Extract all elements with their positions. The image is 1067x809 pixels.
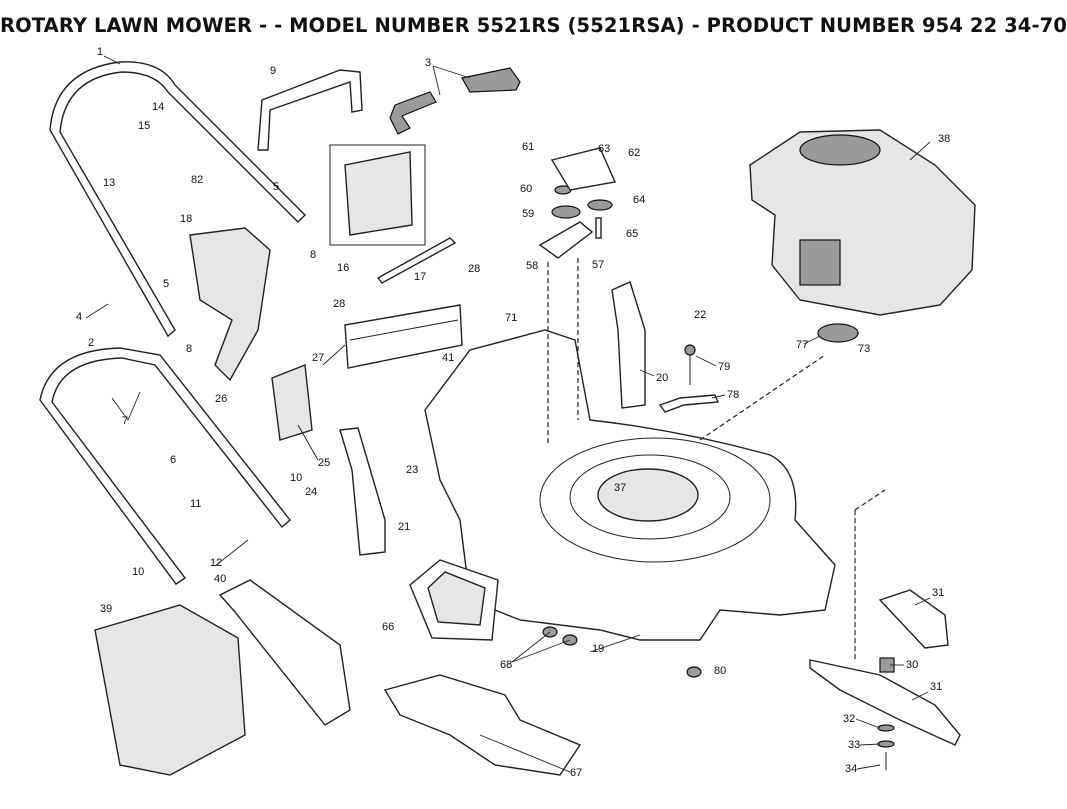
- callout-63: 63: [598, 143, 610, 155]
- callout-12: 12: [210, 557, 222, 569]
- callout-28b: 28: [468, 263, 480, 275]
- callout-9: 9: [270, 65, 276, 77]
- callout-65: 65: [626, 228, 638, 240]
- callout-10b: 10: [132, 566, 144, 578]
- callout-39: 39: [100, 603, 112, 615]
- callout-8b: 8: [186, 343, 192, 355]
- callout-5b: 5: [163, 278, 169, 290]
- callout-17: 17: [414, 271, 426, 283]
- callout-68: 68: [500, 659, 512, 671]
- lower-handle-part: [39, 347, 291, 585]
- callout-33: 33: [848, 739, 860, 751]
- callout-60: 60: [520, 183, 532, 195]
- callouts: 1 2 3 4 5 5 6 7 8 8 9 10 10 11 12 13 14 …: [76, 46, 950, 779]
- mower-deck-part: [424, 329, 836, 641]
- callout-21: 21: [398, 521, 410, 533]
- callout-2: 2: [88, 337, 94, 349]
- callout-59: 59: [522, 208, 534, 220]
- height-adjuster-21-part: [339, 427, 386, 556]
- callout-16: 16: [337, 262, 349, 274]
- callout-41: 41: [442, 352, 454, 364]
- callout-73: 73: [858, 343, 870, 355]
- pulley-part: [817, 323, 859, 343]
- rod-part: [376, 237, 457, 284]
- callout-27: 27: [312, 352, 324, 364]
- grass-bag-part: [94, 604, 246, 776]
- mulch-plate-part: [383, 674, 582, 776]
- pulley-assembly-part: [538, 147, 617, 445]
- callout-82: 82: [191, 174, 203, 186]
- callout-62: 62: [628, 147, 640, 159]
- callout-22: 22: [694, 309, 706, 321]
- exploded-parts-diagram: 1 2 3 4 5 5 6 7 8 8 9 10 10 11 12 13 14 …: [39, 46, 976, 779]
- inset-detail-box: [329, 144, 426, 246]
- callout-31b: 31: [930, 681, 942, 693]
- callout-25: 25: [318, 457, 330, 469]
- callout-10a: 10: [290, 472, 302, 484]
- callout-4: 4: [76, 311, 82, 323]
- callout-80: 80: [714, 665, 726, 677]
- callout-67: 67: [570, 767, 582, 779]
- callout-14: 14: [152, 101, 164, 113]
- callout-31a: 31: [932, 587, 944, 599]
- callout-26: 26: [215, 393, 227, 405]
- callout-38: 38: [938, 133, 950, 145]
- dashed-belt-line: [699, 354, 826, 441]
- callout-5a: 5: [273, 181, 279, 193]
- callout-28a: 28: [333, 298, 345, 310]
- bolt-79-and-rod-78-part: [658, 344, 720, 413]
- callout-61: 61: [522, 141, 534, 153]
- callout-79: 79: [718, 361, 730, 373]
- bracket-25-part: [271, 364, 313, 441]
- callout-64: 64: [633, 194, 645, 206]
- callout-32: 32: [843, 713, 855, 725]
- callout-11: 11: [190, 498, 201, 510]
- callout-40: 40: [214, 573, 226, 585]
- chute-part: [189, 227, 271, 382]
- callout-23: 23: [406, 464, 418, 476]
- callout-34: 34: [845, 763, 857, 775]
- bail-bracket-part: [257, 69, 363, 151]
- leader-lines: [85, 55, 931, 773]
- height-adjuster-20-part: [611, 281, 646, 409]
- page-title: ROTARY LAWN MOWER - - MODEL NUMBER 5521R…: [0, 14, 1067, 37]
- callout-13: 13: [103, 177, 115, 189]
- handle-grips-part: [389, 67, 521, 135]
- upper-handle-part: [49, 61, 306, 338]
- bag-frame-part: [218, 579, 351, 726]
- callout-15: 15: [138, 120, 150, 132]
- callout-24: 24: [305, 486, 317, 498]
- callout-78: 78: [727, 389, 739, 401]
- callout-20: 20: [656, 372, 668, 384]
- callout-37: 37: [614, 482, 626, 494]
- callout-18: 18: [180, 213, 192, 225]
- callout-71: 71: [505, 312, 517, 324]
- callout-30: 30: [906, 659, 918, 671]
- rear-flap-part: [344, 304, 463, 369]
- callout-8a: 8: [310, 249, 316, 261]
- discharge-door-part: [409, 559, 499, 641]
- callout-77: 77: [796, 339, 808, 351]
- callout-1: 1: [97, 46, 103, 58]
- callout-3: 3: [425, 57, 431, 69]
- engine-part: [749, 129, 976, 316]
- callout-57: 57: [592, 259, 604, 271]
- blade-assembly-part: [809, 489, 961, 770]
- callout-58: 58: [526, 260, 538, 272]
- callout-66: 66: [382, 621, 394, 633]
- callout-7: 7: [122, 415, 128, 427]
- callout-6: 6: [170, 454, 176, 466]
